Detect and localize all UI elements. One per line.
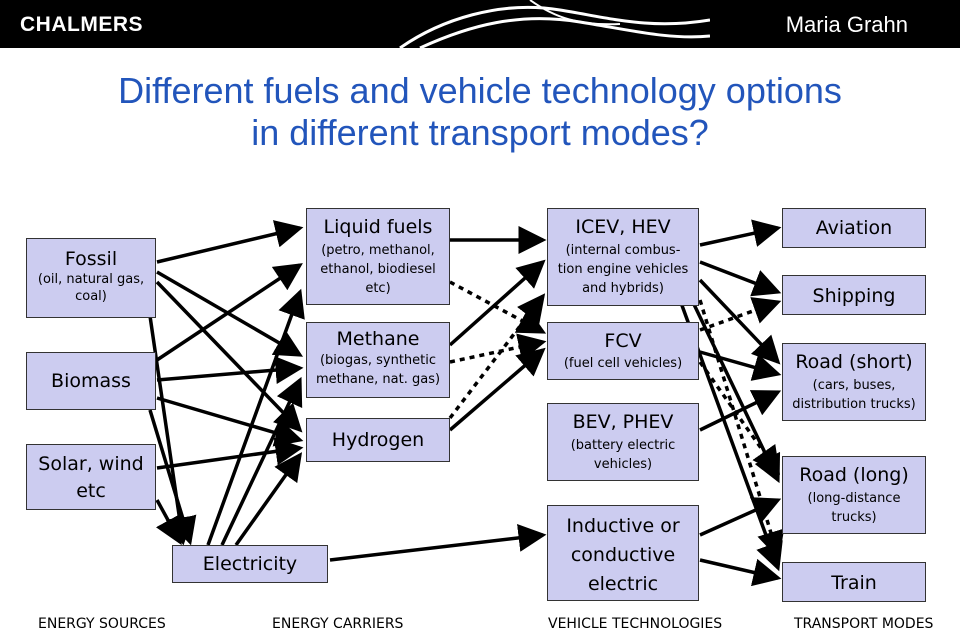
node-liquid-fuels-label: Liquid fuels [323, 216, 433, 238]
node-fossil: Fossil (oil, natural gas, coal) [26, 238, 156, 318]
node-bev: BEV, PHEV (battery electric vehicles) [547, 403, 699, 481]
node-train-label: Train [831, 572, 877, 594]
node-biomass-label: Biomass [51, 370, 131, 392]
node-icev-label: ICEV, HEV [575, 216, 671, 238]
arrow-biomass-hydrogen [156, 396, 304, 447]
node-liquid-fuels: Liquid fuels (petro, methanol, ethanol, … [306, 208, 450, 305]
arrow-inductive-roadlong [699, 497, 782, 537]
slide-title-line-2: in different transport modes? [251, 112, 709, 153]
node-bev-sub: (battery electric vehicles) [570, 438, 676, 472]
arrow-icev-shipping [699, 260, 782, 297]
arrow-electricity-hydrogen [234, 452, 303, 547]
arrow-dotted-icev-shipping-fcv [699, 297, 782, 332]
arrow-hydrogen-fcv [448, 347, 546, 432]
slide-title: Different fuels and vehicle technology o… [60, 70, 900, 154]
arrow-fossil-liquid [156, 220, 304, 264]
node-electricity-label: Electricity [202, 553, 298, 575]
arrow-methane-icev [448, 259, 546, 347]
author-name: Maria Grahn [785, 12, 908, 37]
chalmers-logo: CHALMERS [20, 13, 143, 36]
node-road-long-label: Road (long) [799, 464, 909, 486]
arrow-fcv-roadshort [699, 350, 782, 381]
footer-transport-modes: TRANSPORT MODES [794, 616, 934, 632]
arrow-electricity-inductive [329, 523, 547, 562]
node-aviation: Aviation [782, 208, 926, 248]
node-methane-label: Methane [336, 328, 420, 350]
node-road-short-sub: (cars, buses, distribution trucks) [792, 378, 916, 412]
arrow-dotted-hydrogen-icev [448, 293, 546, 420]
arrow-inductive-train [699, 558, 782, 587]
arrow-icev-aviation [699, 219, 782, 247]
node-inductive: Inductive or conductive electric [547, 505, 699, 601]
arrow-bev-roadshort [699, 390, 782, 432]
node-shipping-label: Shipping [812, 285, 896, 307]
arrow-dotted-fcv-roadlong [698, 360, 781, 475]
node-road-long-sub: (long-distance trucks) [807, 491, 901, 525]
arrow-solar-hydrogen [156, 437, 304, 470]
node-inductive-label: Inductive or conductive electric [566, 515, 680, 595]
node-fcv: FCV (fuel cell vehicles) [547, 322, 699, 380]
arrow-biomass-liquid [156, 263, 303, 362]
node-bev-label: BEV, PHEV [572, 411, 674, 433]
arrow-dotted-methane-fcv [449, 333, 547, 364]
node-methane: Methane (biogas, synthetic methane, nat.… [306, 322, 450, 398]
node-icev-sub: (internal combus-tion engine vehicles an… [557, 243, 689, 296]
footer-energy-carriers: ENERGY CARRIERS [272, 616, 404, 632]
node-hydrogen: Hydrogen [306, 418, 450, 462]
arrow-fossil-hydrogen [155, 280, 303, 433]
slide-title-line-1: Different fuels and vehicle technology o… [118, 70, 842, 111]
node-liquid-fuels-sub: (petro, methanol, ethanol, biodiesel etc… [320, 243, 436, 296]
node-solar-label: Solar, wind etc [38, 453, 144, 502]
arrow-dotted-fcv-train [698, 299, 785, 560]
node-aviation-label: Aviation [815, 217, 893, 239]
node-fcv-sub: (fuel cell vehicles) [563, 356, 683, 371]
arrow-electricity-methane [220, 376, 303, 546]
node-electricity: Electricity [172, 545, 328, 583]
node-fcv-label: FCV [604, 330, 642, 352]
node-road-short: Road (short) (cars, buses, distribution … [782, 343, 926, 421]
node-biomass: Biomass [26, 352, 156, 410]
header-swirl-graphic [399, 0, 710, 48]
node-solar: Solar, wind etc [26, 444, 156, 510]
arrow-biomass-methane [156, 356, 304, 384]
node-icev: ICEV, HEV (internal combus-tion engine v… [547, 208, 699, 306]
arrow-dotted-liquid-fcv [449, 280, 547, 334]
header-bar: CHALMERS Maria Grahn [0, 0, 960, 48]
node-fossil-label: Fossil [64, 248, 118, 270]
node-fossil-sub: (oil, natural gas, coal) [37, 272, 145, 304]
node-shipping: Shipping [782, 275, 926, 315]
node-methane-sub: (biogas, synthetic methane, nat. gas) [315, 353, 441, 387]
arrow-solar-electricity [155, 499, 182, 546]
node-hydrogen-label: Hydrogen [331, 429, 425, 451]
footer-energy-sources: ENERGY SOURCES [38, 616, 166, 632]
node-road-short-label: Road (short) [795, 351, 913, 373]
arrow-biomass-electricity [148, 409, 197, 546]
arrow-electricity-liquid [206, 288, 305, 546]
node-road-long: Road (long) (long-distance trucks) [782, 456, 926, 534]
footer-vehicle-technologies: VEHICLE TECHNOLOGIES [548, 616, 723, 632]
node-train: Train [782, 562, 926, 602]
arrow-icev-roadshort [698, 278, 781, 365]
